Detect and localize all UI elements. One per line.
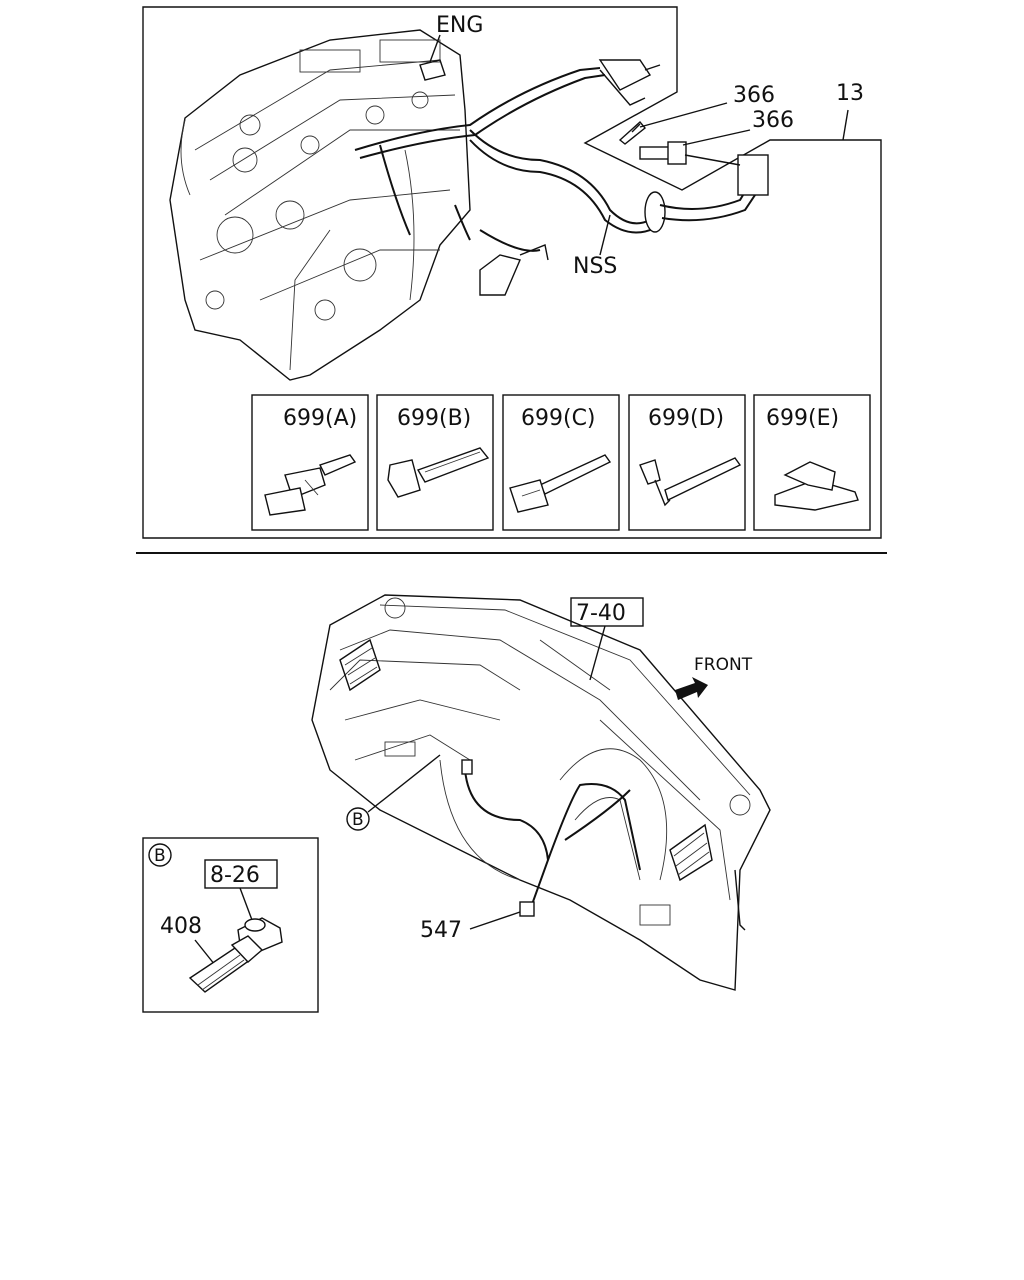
engine-harness-section: ENG 366 366 13 NSS 699(A) 699(B) [142, 6, 882, 539]
wiring-harness-illustration [354, 59, 769, 296]
clip-e-label: 699(E) [766, 406, 839, 431]
ref-8-26-label: 8-26 [210, 863, 260, 888]
detail-b-box: B 8-26 408 [142, 837, 319, 1013]
callout-b-label: B [352, 810, 364, 830]
part-366-label-a: 366 [733, 83, 775, 108]
lighter-plug-icon [188, 935, 264, 993]
callout-b-circle [346, 807, 370, 831]
clip-box-d: 699(D) [628, 394, 746, 531]
ref-8-26-box [204, 859, 278, 889]
detail-b-circle [148, 843, 172, 867]
clip-c-label: 699(C) [521, 406, 596, 431]
part-408-label: 408 [160, 914, 202, 939]
engine-block-illustration [169, 29, 471, 381]
clip-b-icon [387, 447, 490, 498]
dashboard-illustration [311, 594, 771, 991]
clip-e-icon [774, 461, 859, 511]
part-547-label: 547 [420, 918, 462, 943]
part-13-label: 13 [836, 81, 864, 106]
clip-box-c: 699(C) [502, 394, 620, 531]
clip-d-icon [639, 457, 742, 507]
clip-a-icon [264, 454, 357, 516]
clip-box-a: 699(A) [251, 394, 369, 531]
dashboard-harness-illustration [461, 759, 746, 931]
dashboard-section: 7-40 FRONT B 547 B 8-26 408 [142, 594, 771, 1013]
clip-box-b: 699(B) [376, 394, 494, 531]
clip-d-label: 699(D) [648, 406, 724, 431]
clip-a-label: 699(A) [283, 406, 357, 431]
top-leader-lines [599, 102, 849, 256]
clip-box-e: 699(E) [753, 394, 871, 531]
ref-7-40-box [570, 597, 644, 627]
clip-c-icon [509, 454, 612, 513]
front-label: FRONT [694, 655, 753, 675]
eng-label: ENG [436, 13, 483, 38]
ref-7-40-label: 7-40 [576, 601, 626, 626]
part-366-illustration [618, 120, 687, 165]
nss-label: NSS [573, 254, 617, 279]
part-366-label-b: 366 [752, 108, 794, 133]
detail-b-title: B [154, 846, 166, 866]
front-arrow-icon [675, 677, 708, 700]
clip-b-label: 699(B) [397, 406, 471, 431]
